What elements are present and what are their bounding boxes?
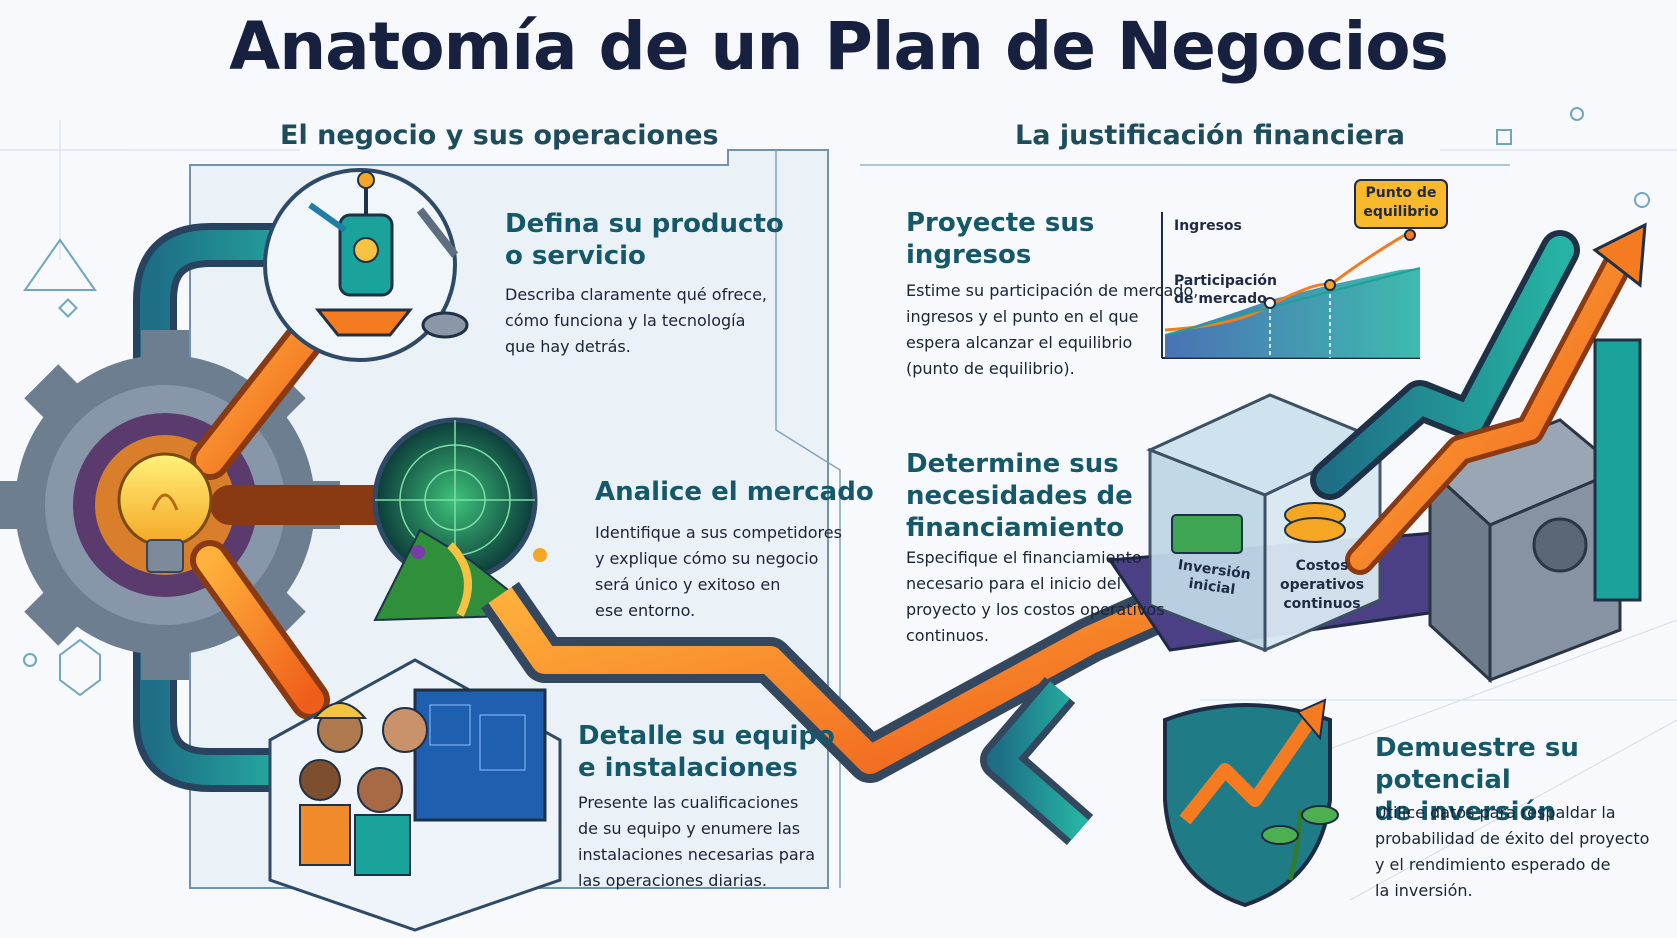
chart-label-revenue: Ingresos: [1174, 218, 1242, 234]
item-6-heading: Demuestre su potencial de inversión: [1375, 733, 1579, 827]
arrow-head-icon: [1592, 222, 1647, 288]
revenue-chart: [1161, 179, 1448, 359]
item-1-body: Describa claramente qué ofrece, cómo fun…: [505, 285, 768, 356]
shield-icon: [1163, 698, 1339, 908]
item-5-heading: Determine sus necesidades de financiamie…: [906, 449, 1133, 543]
operating-costs-label: Costos operativos continuos: [1279, 558, 1365, 612]
team-illustration: [268, 658, 562, 932]
item-4-heading: Proyecte sus ingresos: [906, 208, 1095, 270]
chart-label-market-share: Participación de mercado: [1174, 273, 1277, 307]
item-3-heading: Detalle su equipo e instalaciones: [578, 721, 835, 783]
item-1-heading: Defina su producto o servicio: [505, 209, 784, 271]
page-title: Anatomía de un Plan de Negocios: [229, 8, 1449, 85]
funding-box: [1146, 393, 1384, 653]
machine-icon: [263, 168, 469, 362]
item-5-body: Especifique el financiamiento necesario …: [906, 548, 1165, 645]
item-6-body: Utilice datos para respaldar la probabil…: [1375, 803, 1650, 900]
breakeven-callout: Punto de equilibrio: [1363, 185, 1439, 220]
section-title-operations: El negocio y sus operaciones: [280, 120, 719, 151]
item-2-body: Identifique a sus competidores y expliqu…: [595, 523, 842, 620]
item-3-body: Presente las cualificaciones de su equip…: [578, 793, 816, 890]
lightbulb-icon: [117, 452, 213, 573]
item-4-body: Estime su participación de mercado, ingr…: [906, 281, 1199, 378]
section-title-financial: La justificación financiera: [1015, 120, 1405, 151]
item-2-heading: Analice el mercado: [595, 477, 874, 507]
